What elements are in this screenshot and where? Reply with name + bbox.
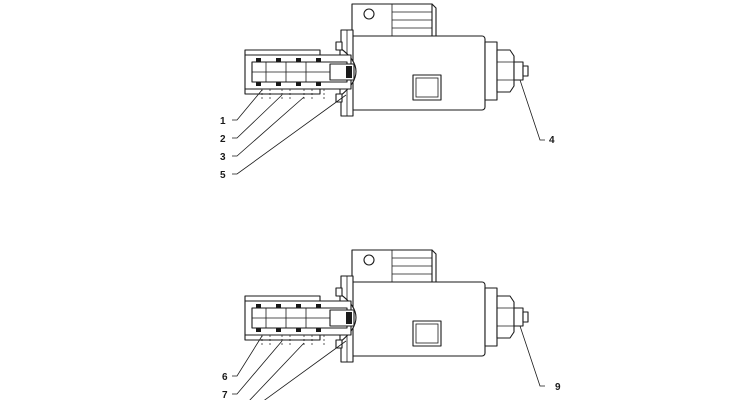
callout-3: 3 <box>220 152 226 163</box>
callout-6: 6 <box>222 372 228 383</box>
callout-5: 5 <box>220 170 226 181</box>
callout-7: 7 <box>222 390 228 400</box>
leaders-top <box>232 79 545 175</box>
leaders-bottom <box>232 325 545 400</box>
callout-4: 4 <box>549 135 555 146</box>
callout-2: 2 <box>220 134 226 145</box>
callout-9: 9 <box>555 382 561 393</box>
solenoid-valve-bottom <box>244 249 529 363</box>
callout-1: 1 <box>220 116 226 127</box>
solenoid-valve-top <box>244 3 529 117</box>
